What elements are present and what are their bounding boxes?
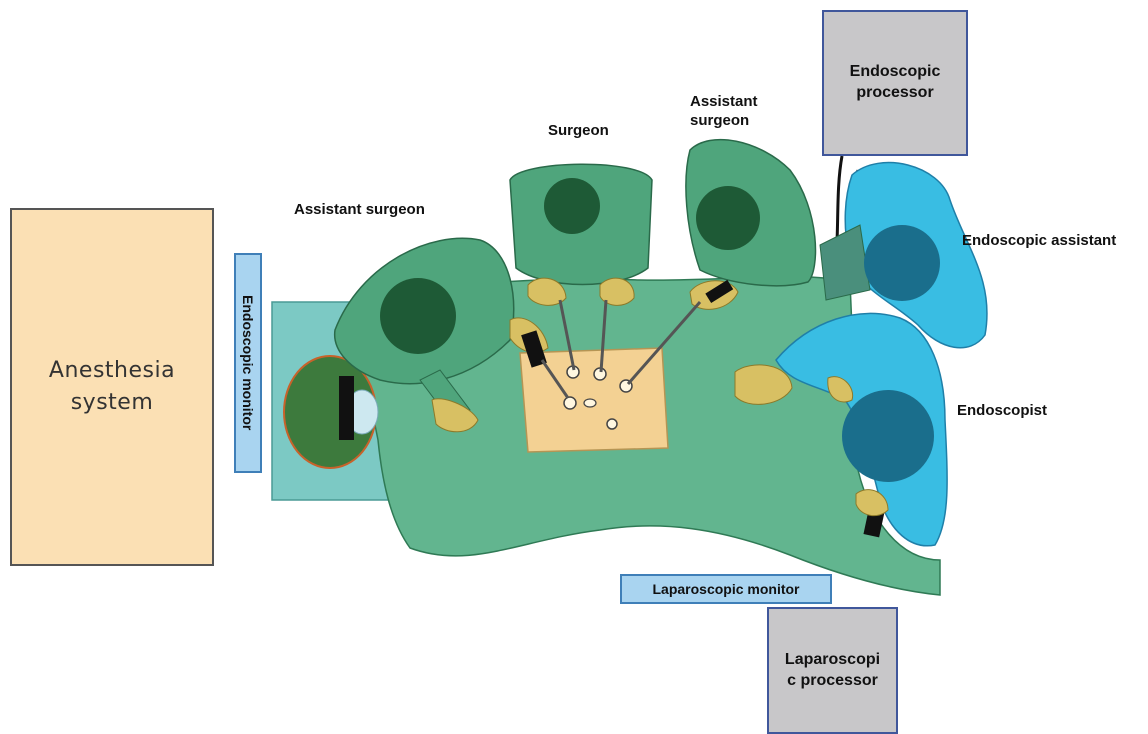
surgeon-label: Surgeon <box>548 122 609 141</box>
anesthesia-system-label: Anesthesia system <box>37 355 187 419</box>
laparoscopic-monitor-label: Laparoscopic monitor <box>652 581 799 597</box>
endoscopic-processor: Endoscopic processor <box>822 10 968 156</box>
assistant-surgeon-right-label: Assistant surgeon <box>690 93 770 131</box>
anesthesia-system: Anesthesia system <box>10 208 214 566</box>
assistant-surgeon-right-head <box>696 186 760 250</box>
endoscopist-head <box>842 390 934 482</box>
trocar-port <box>564 397 576 409</box>
trocar-port <box>607 419 617 429</box>
laparoscopic-monitor: Laparoscopic monitor <box>620 574 832 604</box>
endoscopic-assistant-label: Endoscopic assistant <box>962 232 1116 251</box>
laparoscopic-processor: Laparoscopi c processor <box>767 607 898 734</box>
assistant-surgeon-left-label: Assistant surgeon <box>294 201 425 220</box>
laparoscopic-processor-label: Laparoscopi c processor <box>785 650 881 692</box>
endoscopist-label: Endoscopist <box>957 402 1047 421</box>
patient-eye-cover <box>339 376 354 440</box>
endoscopic-assistant-head <box>864 225 940 301</box>
endoscopic-monitor: Endoscopic monitor <box>234 253 262 473</box>
trocar-port <box>584 399 596 407</box>
assistant-surgeon-left-head <box>380 278 456 354</box>
surgeon-head <box>544 178 600 234</box>
endoscopic-processor-label: Endoscopic processor <box>845 62 945 104</box>
endoscopic-monitor-label: Endoscopic monitor <box>240 295 256 430</box>
